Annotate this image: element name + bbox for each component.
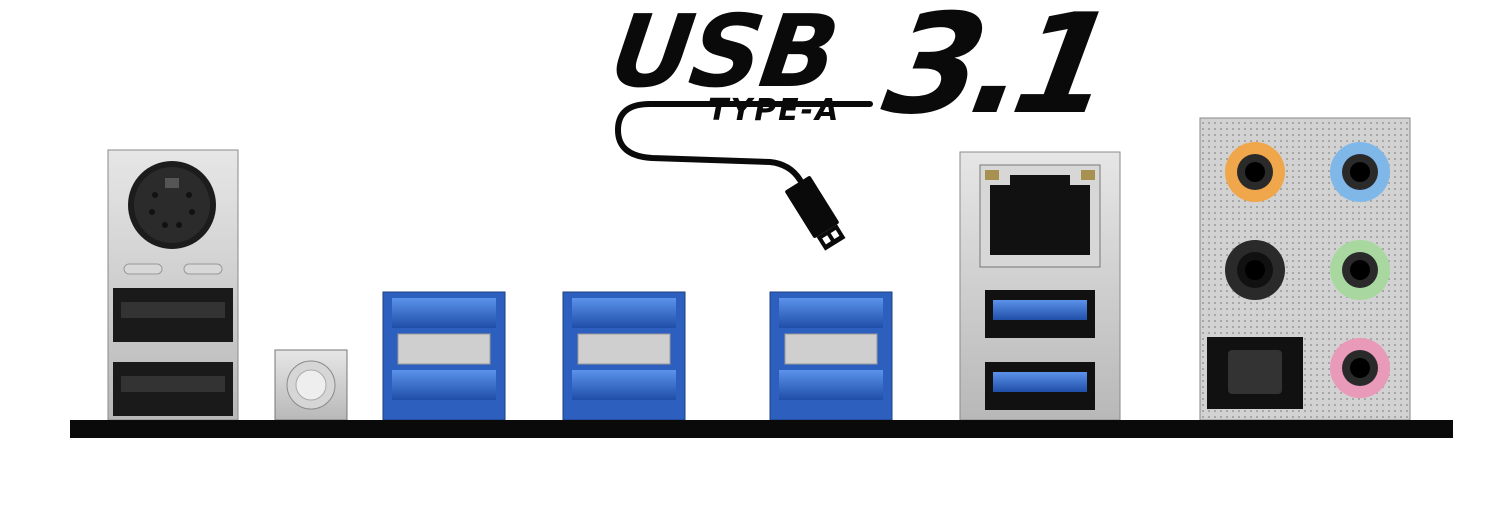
audio-jack-green[interactable] (1330, 240, 1390, 300)
audio-jack-pink[interactable] (1330, 338, 1390, 398)
ps2-combo-port[interactable] (128, 161, 216, 249)
optical-spdif-port[interactable] (1207, 337, 1303, 409)
usb-cable-icon (614, 101, 873, 251)
audio-jack-blue[interactable] (1330, 142, 1390, 202)
usb2-port[interactable] (113, 288, 233, 342)
audio-jack-black[interactable] (1225, 240, 1285, 300)
clear-cmos-button[interactable] (274, 349, 348, 421)
ps2-usb2-stack (107, 149, 239, 421)
usb2-port[interactable] (113, 362, 233, 416)
audio-jack-orange[interactable] (1225, 142, 1285, 202)
board-edge (70, 420, 1453, 438)
usb3-port[interactable] (985, 290, 1095, 338)
lan-port[interactable] (979, 164, 1101, 268)
logo-type-text: TYPE-A (708, 93, 841, 128)
usb3-port-pair[interactable] (562, 291, 686, 421)
lan-usb3-stack (959, 151, 1121, 421)
usb3-port-pair[interactable] (769, 291, 893, 421)
audio-panel (1199, 117, 1411, 421)
usb3-port-pair[interactable] (382, 291, 506, 421)
usb3-port[interactable] (985, 362, 1095, 410)
